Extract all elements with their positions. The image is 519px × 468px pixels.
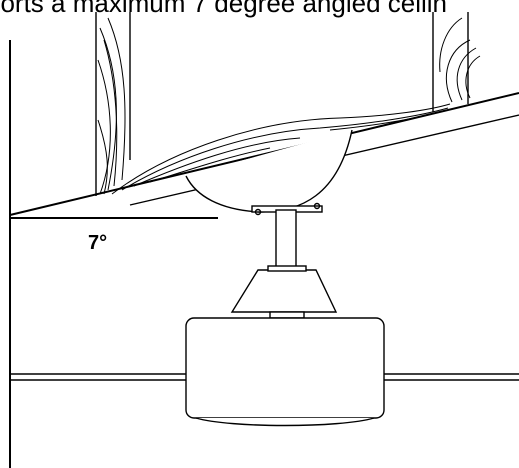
mount-screw-right xyxy=(313,202,321,210)
motor-body xyxy=(185,317,385,419)
beam-wood-grain xyxy=(111,103,451,195)
light-lens xyxy=(195,417,375,427)
cap-collar xyxy=(267,265,307,272)
mount-screw-left xyxy=(254,208,262,216)
downrod xyxy=(275,209,297,269)
cap-coupler xyxy=(269,311,305,319)
angle-label: 7° xyxy=(88,232,108,254)
right-joist xyxy=(432,12,481,112)
left-joist xyxy=(95,12,131,196)
caption-text: ports a maximum 7 degree angled ceilin xyxy=(0,0,448,18)
motor-cap xyxy=(230,269,338,313)
